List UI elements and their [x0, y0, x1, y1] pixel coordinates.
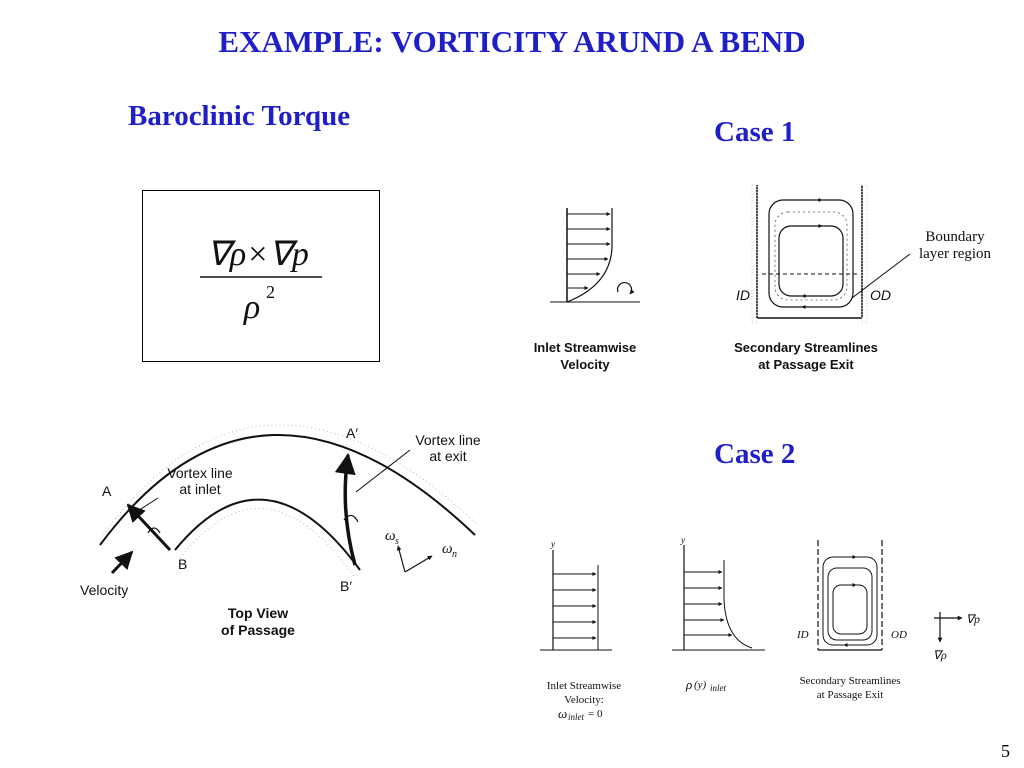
label-a: A [102, 483, 112, 499]
case1-rotation-icon [616, 282, 635, 295]
top-view-diagram: A A′ B B′ Vortex line at inlet Vortex li… [80, 424, 481, 638]
case2-secondary-caption-2: at Passage Exit [817, 689, 884, 701]
omega-s-subscript: s [395, 536, 399, 547]
case1-inlet-profile: Inlet Streamwise Velocity [534, 208, 640, 372]
label-a-prime: A′ [346, 425, 358, 441]
case1-secondary-streamlines: ID OD Boundary layer region Secondary St… [734, 184, 992, 372]
label-b: B [178, 556, 187, 572]
case1-right-hatch [861, 184, 868, 324]
case1-secondary-caption-2: at Passage Exit [758, 357, 854, 372]
vortex-exit-label-2: at exit [429, 448, 466, 464]
velocity-label: Velocity [80, 582, 128, 598]
case2-id-label: ID [796, 629, 809, 641]
inner-wall [174, 498, 361, 571]
case1-left-hatch [751, 184, 758, 324]
case2-heading: Case 2 [714, 438, 796, 470]
equation-box [142, 190, 380, 362]
omega-s-symbol: ω [385, 528, 396, 544]
case2-density-curve [723, 560, 753, 649]
case2-rho-y: (y) [694, 679, 707, 691]
equation-denominator: ρ [243, 289, 260, 326]
case1-inlet-caption-2: Velocity [560, 357, 610, 372]
case2-inlet-profile: y Inlet Streamwise Velocity: ω inlet = 0 [540, 539, 621, 722]
outer-wall [99, 433, 476, 546]
case1-id-label: ID [736, 287, 750, 303]
case2-omega-subscript: inlet [568, 712, 584, 722]
case2-y-label-2: y [680, 535, 685, 545]
case2-inlet-caption-1: Inlet Streamwise [547, 680, 621, 692]
case2-rho-symbol: ρ [685, 677, 692, 692]
baroclinic-equation: ∇ρ×∇p ρ 2 [200, 236, 322, 326]
case1-od-label: OD [870, 287, 891, 303]
velocity-arrow [110, 550, 134, 575]
inlet-rotation-arrow [147, 527, 161, 534]
grad-rho-label: ∇ρ [933, 648, 947, 662]
gradient-direction-key: ∇p ∇ρ [933, 612, 980, 662]
case1-velocity-curve [566, 208, 613, 303]
omega-s-arrow [396, 545, 406, 573]
equation-exponent: 2 [266, 282, 275, 302]
omega-n-subscript: n [452, 549, 457, 560]
case2-middle-loop [827, 567, 873, 641]
case2-omega-symbol: ω [558, 706, 567, 721]
omega-n-symbol: ω [442, 541, 453, 557]
case1-secondary-caption-1: Secondary Streamlines [734, 340, 878, 355]
exit-rotation-arrow [343, 514, 359, 523]
case1-mid-loop [774, 211, 848, 301]
label-b-prime: B′ [340, 578, 352, 594]
case2-inner-loop [832, 584, 868, 635]
slide-title: EXAMPLE: VORTICITY ARUND A BEND [218, 24, 806, 59]
vortex-exit-label-1: Vortex line [415, 432, 481, 448]
case1-inner-loop [778, 225, 844, 297]
vortex-inlet-label-1: Vortex line [167, 465, 233, 481]
top-view-caption-2: of Passage [221, 622, 295, 638]
inlet-label-leader [132, 497, 159, 515]
boundary-label-2: layer region [919, 246, 992, 262]
case2-inlet-caption-2: Velocity: [564, 694, 604, 706]
omega-n-arrow [404, 555, 433, 573]
case1-inlet-caption-1: Inlet Streamwise [534, 340, 637, 355]
grad-p-label: ∇p [966, 612, 980, 626]
case2-rho-subscript: inlet [710, 683, 726, 693]
vortex-inlet-label-2: at inlet [179, 481, 220, 497]
case2-od-label: OD [891, 629, 907, 641]
case1-heading: Case 1 [714, 116, 796, 148]
boundary-label-1: Boundary [925, 229, 985, 245]
case2-y-label-1: y [550, 539, 555, 549]
top-view-caption-1: Top View [228, 605, 288, 621]
case1-boundary-leader [851, 253, 911, 299]
vortex-line-exit [334, 452, 357, 566]
baroclinic-heading: Baroclinic Torque [128, 100, 351, 132]
equation-numerator: ∇ρ×∇p [207, 236, 309, 273]
vortex-line-inlet [126, 503, 172, 552]
case2-secondary-caption-1: Secondary Streamlines [799, 675, 900, 687]
case2-omega-equals: = 0 [588, 708, 603, 720]
case2-secondary-streamlines: ID OD Secondary Streamlines at Passage E… [796, 540, 907, 701]
page-number: 5 [1001, 741, 1010, 761]
case2-density-profile: y ρ (y) inlet [672, 535, 765, 693]
exit-label-leader [355, 449, 411, 493]
